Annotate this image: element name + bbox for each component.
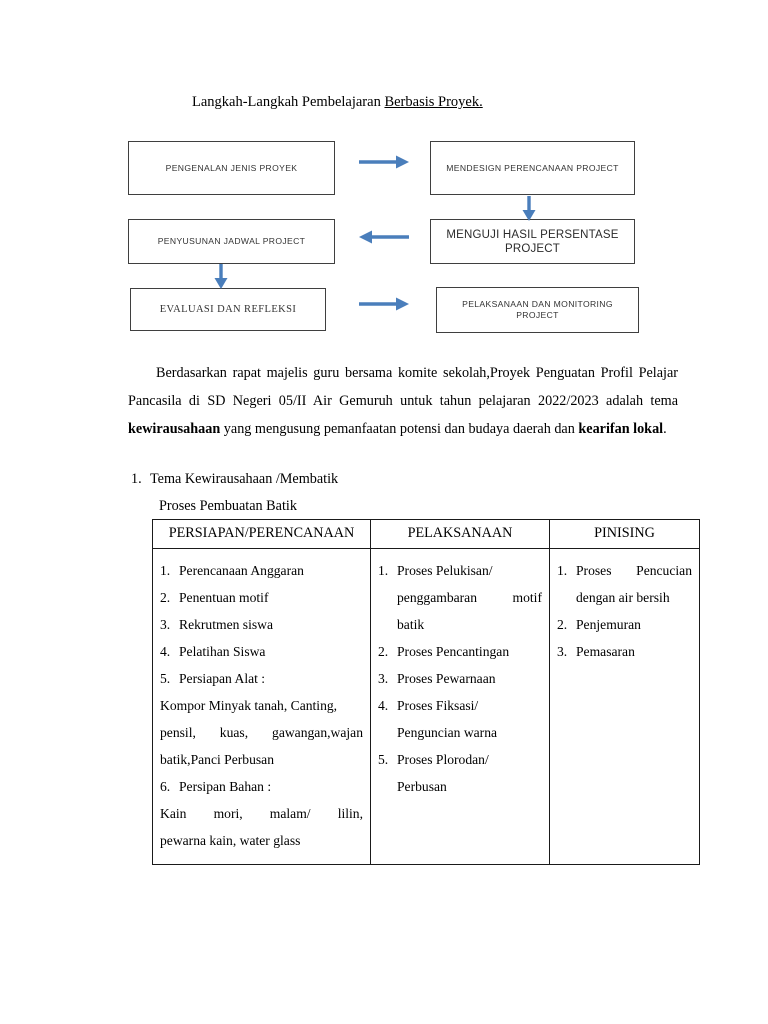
item-text: Penentuan motif xyxy=(179,590,269,605)
list-item: 3. Pemasaran xyxy=(557,638,692,665)
item-text: Pelatihan Siswa xyxy=(179,644,266,659)
persiapan-list: 1. Perencanaan Anggaran 2. Penentuan motif… xyxy=(153,549,370,864)
continuation-line: Kompor Minyak tanah, Canting, xyxy=(160,698,338,713)
item-text: Proses Pencantingan xyxy=(397,644,510,659)
continuation-line: Penguncian warna xyxy=(397,725,498,740)
paragraph-part1: Berdasarkan rapat majelis guru bersama k… xyxy=(128,365,678,409)
table-header-pinising: PINISING xyxy=(549,519,700,549)
list-item: 6. Persipan Bahan : xyxy=(160,773,363,800)
list-item: 2. Penentuan motif xyxy=(160,584,363,611)
list-item: 2. Penjemuran xyxy=(557,611,692,638)
item-number: 2. xyxy=(557,617,568,632)
item-text: Penjemuran xyxy=(576,617,641,632)
item-text: Proses Pelukisan/ xyxy=(397,563,493,578)
paragraph-part2: yang mengusung pemanfaatan potensi dan b… xyxy=(220,421,579,437)
item-number: 6. xyxy=(160,779,171,794)
arrow-right-icon-1 xyxy=(359,155,409,169)
item-number: 1. xyxy=(378,563,389,578)
item-number: 3. xyxy=(160,617,171,632)
arrow-left-icon-1 xyxy=(359,230,409,244)
list-item: 5. Persiapan Alat : xyxy=(160,665,363,692)
project-learning-flowchart: PENGENALAN JENIS PROYEK MENDESIGN PERENC… xyxy=(0,0,768,350)
list-item: 4. Pelatihan Siswa xyxy=(160,638,363,665)
item-number: 4. xyxy=(160,644,171,659)
table-header-persiapan: PERSIAPAN/PERENCANAAN xyxy=(152,519,371,549)
item-text: Proses Fiksasi/ xyxy=(397,698,479,713)
item-number: 1. xyxy=(557,563,568,578)
list-item: 5. Proses Plorodan/ xyxy=(378,746,542,773)
flow-box-pengenalan-label: PENGENALAN JENIS PROYEK xyxy=(165,162,298,173)
page-title: Langkah-Langkah Pembelajaran Berbasis Pr… xyxy=(192,93,483,112)
list-item-tema: 1. Tema Kewirausahaan /Membatik xyxy=(131,468,691,490)
batik-process-table: PERSIAPAN/PERENCANAAN PELAKSANAAN PINISI… xyxy=(152,519,700,865)
continuation-line: penggambaran motif xyxy=(397,590,542,605)
item-text: Persipan Bahan : xyxy=(179,779,272,794)
list-item: 1. Proses Pencucian xyxy=(557,557,692,584)
item-number: 3. xyxy=(557,644,568,659)
list-item-number: 1. xyxy=(131,471,142,487)
item-text: Pemasaran xyxy=(576,644,635,659)
list-item: 3. Proses Pewarnaan xyxy=(378,665,542,692)
flow-box-penyusunan-label: PENYUSUNAN JADWAL PROJECT xyxy=(157,236,306,246)
body-paragraph: Berdasarkan rapat majelis guru bersama k… xyxy=(128,359,678,443)
continuation-line: pensil, kuas, gawangan,wajan xyxy=(160,725,363,740)
flow-box-menguji: MENGUJI HASIL PERSENTASE PROJECT xyxy=(430,219,635,264)
flow-box-evaluasi-label: EVALUASI DAN REFLEKSI xyxy=(159,304,297,315)
item-text: Persiapan Alat : xyxy=(179,671,266,686)
flow-box-pelaksanaan: PELAKSANAAN DAN MONITORING PROJECT xyxy=(436,287,639,333)
table-header-pelaksanaan: PELAKSANAAN xyxy=(370,519,550,549)
continuation-line: batik xyxy=(397,617,425,632)
item-text: Perencanaan Anggaran xyxy=(179,563,304,578)
continuation-line: Perbusan xyxy=(397,779,447,794)
continuation-line: dengan air bersih xyxy=(576,590,670,605)
list-item: 1. Proses Pelukisan/ xyxy=(378,557,542,584)
table-cell-persiapan: 1. Perencanaan Anggaran 2. Penentuan motif… xyxy=(152,548,371,865)
item-text: Proses Pewarnaan xyxy=(397,671,496,686)
page-title-prefix: Langkah-Langkah Pembelajaran xyxy=(192,94,385,110)
list-item: 1. Perencanaan Anggaran xyxy=(160,557,363,584)
pinising-list: 1. Proses Pencucian dengan air bersih 2. P… xyxy=(550,549,699,675)
flow-box-pelaksanaan-label: PELAKSANAAN DAN MONITORING PROJECT xyxy=(462,299,613,320)
item-number: 3. xyxy=(378,671,389,686)
paragraph-bold-kearifan-lokal: kearifan lokal xyxy=(578,421,664,437)
item-number: 5. xyxy=(378,752,389,767)
paragraph-part3: . xyxy=(663,421,667,437)
flow-box-evaluasi: EVALUASI DAN REFLEKSI xyxy=(130,288,326,331)
item-text: Proses Pencucian xyxy=(576,563,692,578)
flow-box-pengenalan: PENGENALAN JENIS PROYEK xyxy=(128,141,335,195)
list-subtitle: Proses Pembuatan Batik xyxy=(159,498,297,514)
item-number: 1. xyxy=(160,563,171,578)
flow-box-mendesign: MENDESIGN PERENCANAAN PROJECT xyxy=(430,141,635,195)
arrow-down-icon-2 xyxy=(214,264,228,289)
table-header-row: PERSIAPAN/PERENCANAAN PELAKSANAAN PINISI… xyxy=(152,519,700,549)
flow-box-menguji-label: MENGUJI HASIL PERSENTASE PROJECT xyxy=(446,228,619,255)
continuation-line: batik,Panci Perbusan xyxy=(160,752,275,767)
pelaksanaan-list: 1. Proses Pelukisan/ penggambaran motif b… xyxy=(371,549,549,810)
item-number: 4. xyxy=(378,698,389,713)
continuation-line: pewarna kain, water glass xyxy=(160,833,301,848)
arrow-down-icon-1 xyxy=(522,196,536,221)
item-text: Proses Plorodan/ xyxy=(397,752,489,767)
list-item: 3. Rekrutmen siswa xyxy=(160,611,363,638)
list-item: 2. Proses Pencantingan xyxy=(378,638,542,665)
flow-box-penyusunan: PENYUSUNAN JADWAL PROJECT xyxy=(128,219,335,264)
item-number: 5. xyxy=(160,671,171,686)
page-title-underlined: Berbasis Proyek. xyxy=(384,94,483,110)
list-item-label: Tema Kewirausahaan /Membatik xyxy=(150,471,339,487)
flow-box-mendesign-label: MENDESIGN PERENCANAAN PROJECT xyxy=(446,162,619,173)
table-cell-pinising: 1. Proses Pencucian dengan air bersih 2. P… xyxy=(549,548,700,865)
list-item: 4. Proses Fiksasi/ xyxy=(378,692,542,719)
table-row: 1. Perencanaan Anggaran 2. Penentuan motif… xyxy=(152,548,700,865)
paragraph-bold-kewirausahaan: kewirausahaan xyxy=(128,421,221,437)
item-text: Rekrutmen siswa xyxy=(179,617,274,632)
item-number: 2. xyxy=(160,590,171,605)
arrow-right-icon-2 xyxy=(359,297,409,311)
continuation-line: Kain mori, malam/ lilin, xyxy=(160,806,363,821)
item-number: 2. xyxy=(378,644,389,659)
table-cell-pelaksanaan: 1. Proses Pelukisan/ penggambaran motif b… xyxy=(370,548,550,865)
